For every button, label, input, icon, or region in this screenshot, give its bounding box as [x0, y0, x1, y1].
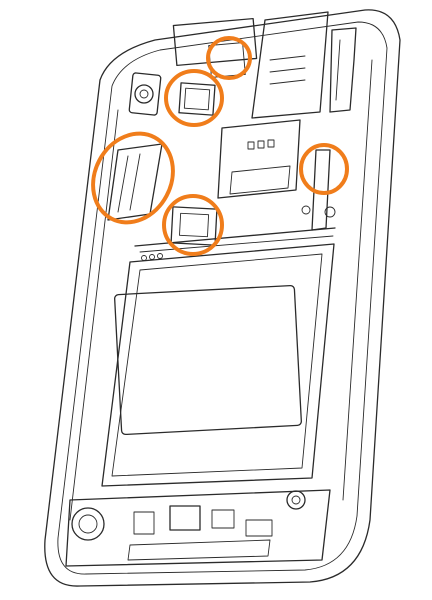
speaker-slot-1 [269, 55, 306, 61]
inner-frame-line [57, 21, 388, 575]
contact-dot-2 [149, 254, 155, 260]
camera-lens-inner [139, 89, 149, 99]
chip-lower [170, 206, 218, 246]
highlight-flex-cable [299, 143, 349, 195]
side-bracket-line [335, 39, 341, 101]
flex-cable [311, 149, 331, 231]
speaker-housing [251, 11, 329, 119]
antenna-line-1 [117, 155, 129, 213]
bottom-chip-3 [133, 511, 155, 535]
chip-top [178, 82, 216, 116]
highlight-top-connector [206, 36, 252, 80]
side-bracket [329, 27, 357, 113]
highlight-chip-top [164, 69, 224, 127]
bottom-flex [127, 539, 271, 561]
antenna-line-2 [129, 153, 141, 211]
camera-lens [134, 84, 154, 104]
highlight-group [91, 36, 349, 256]
camera-module [128, 72, 162, 116]
speaker-slot-2 [269, 67, 306, 73]
board-divider-2 [139, 235, 334, 253]
vibration-motor [71, 507, 105, 541]
sim-slot-lower [229, 165, 291, 195]
outer-frame [44, 9, 401, 587]
bottom-chip-1 [211, 509, 235, 529]
sim-tray [217, 119, 301, 199]
highlight-antenna-strip [91, 131, 175, 225]
usb-connector [169, 505, 201, 531]
top-connector-block [172, 17, 258, 67]
bottom-board [65, 489, 331, 567]
bottom-screw-right [286, 490, 306, 510]
sim-contact-3 [267, 139, 275, 148]
highlight-chip-lower [162, 194, 224, 256]
sim-contact-2 [257, 140, 265, 149]
chip-lower-inner [179, 212, 210, 238]
screw-hole-mid [301, 205, 311, 215]
screw-hole-right [324, 206, 336, 218]
sim-contact-1 [247, 141, 255, 150]
bottom-chip-2 [245, 519, 273, 537]
vibration-motor-inner [78, 514, 98, 534]
battery-compartment [101, 243, 335, 487]
frame-rail-left [69, 109, 119, 521]
battery-label [114, 284, 302, 436]
contact-dot-3 [157, 253, 163, 259]
bottom-screw-right-inner [291, 495, 301, 505]
speaker-slot-3 [269, 79, 306, 85]
chip-top-inner [183, 87, 211, 111]
contact-dot-1 [141, 255, 147, 261]
frame-rail-right [342, 59, 373, 501]
battery-compartment-inner [111, 253, 323, 477]
